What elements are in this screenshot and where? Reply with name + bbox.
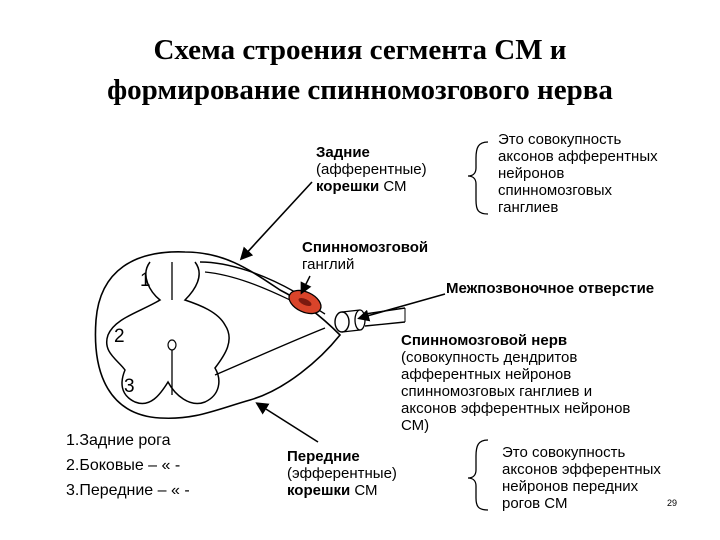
spinal-nerve-title: Спинномозговой нерв <box>401 332 568 349</box>
anterior-roots-line3-rest: СМ <box>350 482 378 499</box>
posterior-note-line: аксонов афферентных <box>498 148 658 165</box>
arrow-anterior-roots <box>255 402 319 443</box>
anterior-roots-label: Передние (эфферентные) корешки СМ <box>287 448 397 499</box>
arrow-posterior-roots <box>239 181 313 261</box>
ganglion-core <box>298 297 312 307</box>
posterior-note-line: нейронов <box>498 165 565 182</box>
intervertebral-foramen <box>334 311 350 333</box>
grey-matter <box>105 261 230 405</box>
anterior-roots-line2: (эфферентные) <box>287 465 397 482</box>
arrow-ganglion <box>300 275 312 295</box>
slide-number: 29 <box>667 498 678 508</box>
anterior-root <box>214 327 326 376</box>
number-2: 2 <box>114 326 125 347</box>
foramen-label: Межпозвоночное отверстие <box>446 280 655 297</box>
foramen-ring-end <box>354 309 366 331</box>
anterior-note-line: аксонов эфферентных <box>502 461 661 478</box>
slide-title: Схема строения сегмента СМ и формировани… <box>0 30 720 110</box>
posterior-roots-line2: (афферентные) <box>316 161 427 178</box>
anterior-roots-line1: Передние <box>287 448 360 465</box>
posterior-roots-line3-rest: СМ <box>379 178 407 195</box>
anterior-roots-line3-bold: корешки <box>287 482 351 499</box>
anterior-note-line: нейронов передних <box>502 478 639 495</box>
legend-item: 1.Задние рога <box>66 432 171 449</box>
legend-item: 3.Передние – « - <box>66 482 190 499</box>
number-3: 3 <box>124 376 135 397</box>
foramen-ring <box>341 309 361 333</box>
posterior-root-2 <box>204 271 291 301</box>
posterior-roots-label: Задние (афферентные) корешки СМ <box>316 144 427 195</box>
brace-posterior <box>467 141 489 215</box>
posterior-roots-line3-bold: корешки <box>316 178 380 195</box>
spinal-nerve-line: аксонов эфферентных нейронов <box>401 400 631 417</box>
legend: 1.Задние рога 2.Боковые – « - 3.Передние… <box>66 428 190 503</box>
posterior-roots-note: Это совокупность аксонов афферентных ней… <box>498 131 658 216</box>
anterior-note-line: рогов СМ <box>502 495 568 512</box>
anterior-note-line: Это совокупность <box>502 444 626 461</box>
spinal-nerve-line: (совокупность дендритов <box>401 349 578 366</box>
posterior-note-line: ганглиев <box>498 199 559 216</box>
legend-item: 2.Боковые – « - <box>66 457 181 474</box>
ganglion-line2: ганглий <box>302 256 355 273</box>
posterior-note-line: спинномозговых <box>498 182 613 199</box>
brace-anterior <box>467 439 489 511</box>
title-line-2: формирование спинномозгового нерва <box>107 74 613 106</box>
ganglion-label: Спинномозговой ганглий <box>302 239 428 273</box>
arrow-foramen <box>357 293 446 322</box>
spinal-cord-outline <box>94 251 342 420</box>
central-canal <box>167 339 177 351</box>
spinal-nerve-line: СМ) <box>401 417 430 434</box>
anterior-roots-note: Это совокупность аксонов эфферентных ней… <box>502 444 661 512</box>
posterior-note-line: Это совокупность <box>498 131 622 148</box>
title-line-1: Схема строения сегмента СМ и <box>153 34 567 66</box>
spinal-nerve-line: афферентных нейронов <box>401 366 572 383</box>
spinal-nerve-label: Спинномозговой нерв (совокупность дендри… <box>401 332 630 434</box>
posterior-roots-line1: Задние <box>316 144 370 161</box>
number-1: 1 <box>140 270 151 291</box>
spinal-nerve-line: спинномозговых ганглиев и <box>401 383 593 400</box>
ganglion-line1: Спинномозговой <box>302 239 429 256</box>
